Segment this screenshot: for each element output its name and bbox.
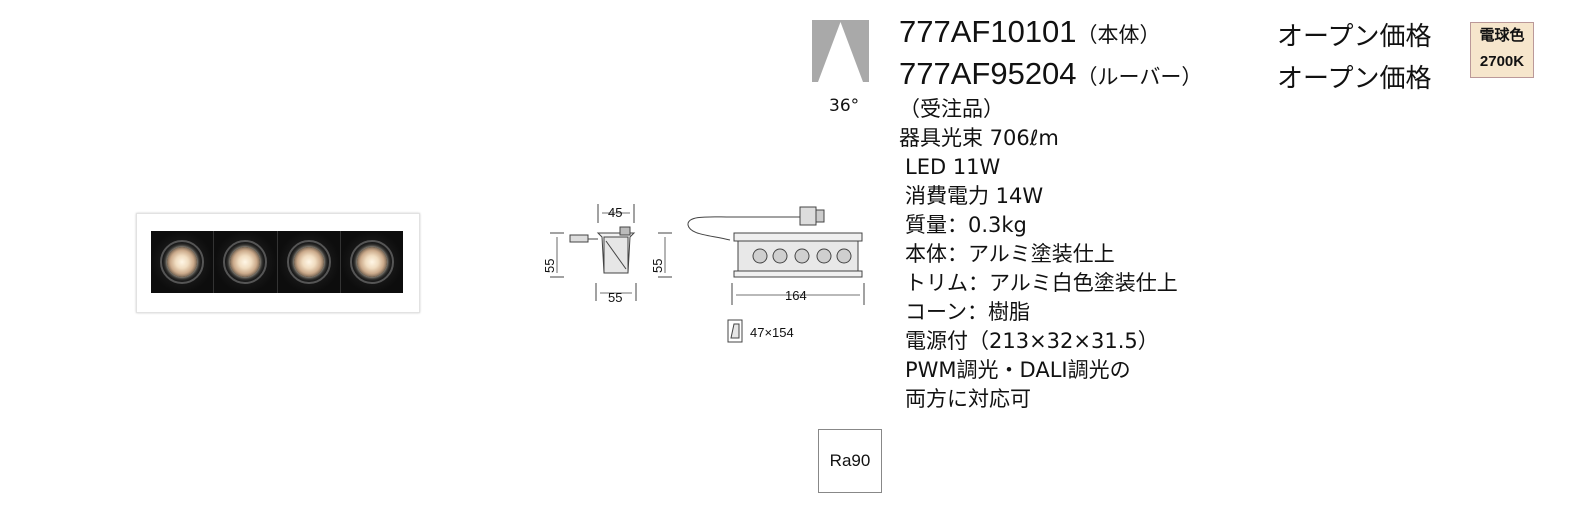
led-lens [293, 247, 324, 277]
side-view [658, 206, 865, 343]
dim-side-bottom: 164 [785, 288, 807, 303]
led-cell [214, 231, 278, 293]
spec-dimming-1: PWM調光・DALI調光の [905, 358, 1131, 382]
spec-led: LED 11W [905, 155, 1001, 179]
led-lens [356, 247, 387, 277]
led-lens [230, 247, 261, 277]
spec-list: （受注品） 器具光束 706ℓm LED 11W 消費電力 14W 質量：0.3… [899, 95, 1178, 414]
led-lens [167, 247, 198, 277]
beam-angle-icon [812, 20, 869, 82]
spec-flux: 器具光束 706ℓm [899, 126, 1059, 150]
spec-power: 消費電力 14W [905, 184, 1044, 208]
beam-angle-label: 36° [829, 96, 860, 116]
led-cell [151, 231, 215, 293]
dim-front-bottom: 55 [608, 290, 622, 305]
ra-badge: Ra90 [818, 429, 882, 493]
product-photo [136, 213, 420, 313]
badge-line2: 2700K [1479, 53, 1525, 70]
code-text: 777AF95204 [899, 56, 1077, 91]
dim-front-top: 45 [608, 205, 622, 220]
price-louver: オープン価格 [1277, 64, 1432, 94]
spec-details: LED 11W 消費電力 14W 質量：0.3kg 本体：アルミ塗装仕上 トリム… [899, 153, 1178, 414]
lens-ring [349, 240, 394, 284]
louver-grid [151, 231, 403, 293]
product-code-louver: 777AF95204（ルーバー） [899, 56, 1202, 92]
product-code-body: 777AF10101（本体） [899, 14, 1161, 50]
led-cell [340, 231, 403, 293]
dim-front-left: 55 [542, 259, 557, 273]
led-cell [277, 231, 341, 293]
spec-dimming-2: 両方に対応可 [905, 387, 1031, 411]
spec-order: （受注品） [899, 97, 1004, 121]
front-view [550, 204, 637, 301]
lens-ring [223, 240, 268, 284]
code-note: （ルーバー） [1076, 66, 1203, 89]
lens-ring [286, 240, 331, 284]
lens-ring [160, 240, 205, 284]
spec-supply: 電源付（213×32×31.5） [905, 329, 1159, 353]
code-text: 777AF10101 [899, 14, 1077, 49]
price-body: オープン価格 [1277, 22, 1432, 52]
badge-line1: 電球色 [1479, 27, 1525, 44]
code-note: （本体） [1076, 24, 1161, 47]
dim-cutout: 47×154 [750, 325, 794, 340]
dim-side-left: 55 [650, 259, 665, 273]
spec-trim: トリム：アルミ白色塗装仕上 [905, 271, 1178, 295]
spec-body: 本体：アルミ塗装仕上 [905, 242, 1115, 266]
dimension-drawing: 45 55 55 55 164 47×154 [542, 204, 865, 343]
spec-cone: コーン：樹脂 [905, 300, 1030, 324]
color-temperature-badge: 電球色 2700K [1470, 22, 1534, 78]
spec-weight: 質量：0.3kg [905, 213, 1027, 237]
